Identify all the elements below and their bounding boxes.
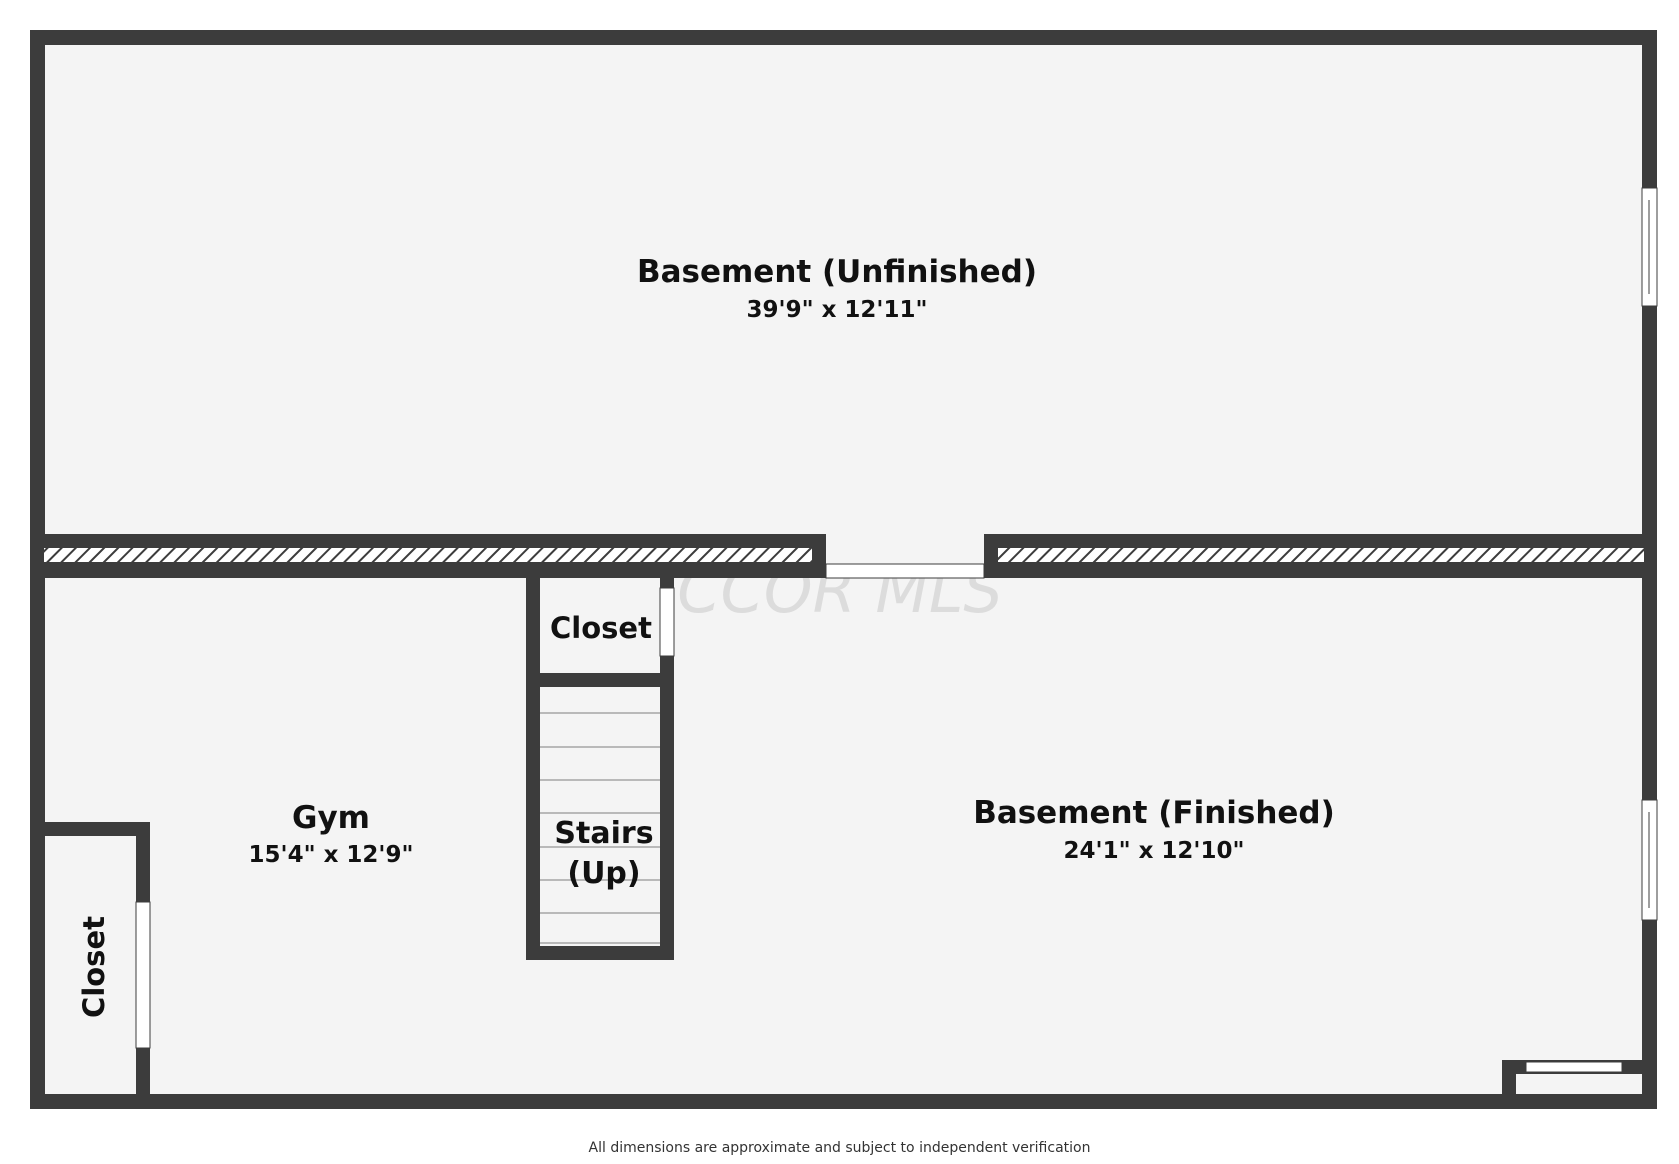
room-name-basement-finished: Basement (Finished)	[973, 795, 1335, 831]
closet-left-door	[135, 901, 151, 1049]
left-wall	[30, 30, 45, 1109]
stair-treads	[540, 712, 660, 944]
room-name-basement-unfinished: Basement (Unfinished)	[637, 254, 1037, 290]
top-wall	[30, 30, 1657, 45]
room-name-gym: Gym	[292, 800, 370, 836]
middle-wall	[44, 534, 1644, 579]
closet-top-door	[659, 587, 675, 657]
room-dims-gym: 15'4" x 12'9"	[249, 842, 414, 868]
room-dims-basement-finished: 24'1" x 12'10"	[1064, 838, 1245, 864]
bottom-wall	[30, 1094, 1657, 1109]
room-name-closet-top: Closet	[550, 611, 652, 645]
room-name-stairs-line1: Stairs	[554, 816, 653, 851]
bottom-right-bump	[1502, 1060, 1642, 1096]
disclaimer: All dimensions are approximate and subje…	[588, 1140, 1091, 1156]
middle-opening	[825, 563, 985, 579]
room-name-stairs-line2: (Up)	[567, 856, 640, 891]
room-dims-basement-unfinished: 39'9" x 12'11"	[747, 297, 928, 323]
closet-top-walls	[526, 576, 674, 960]
right-windows	[1641, 187, 1658, 921]
room-name-closet-left: Closet	[77, 916, 111, 1018]
window-bottom-right	[1525, 1061, 1623, 1073]
